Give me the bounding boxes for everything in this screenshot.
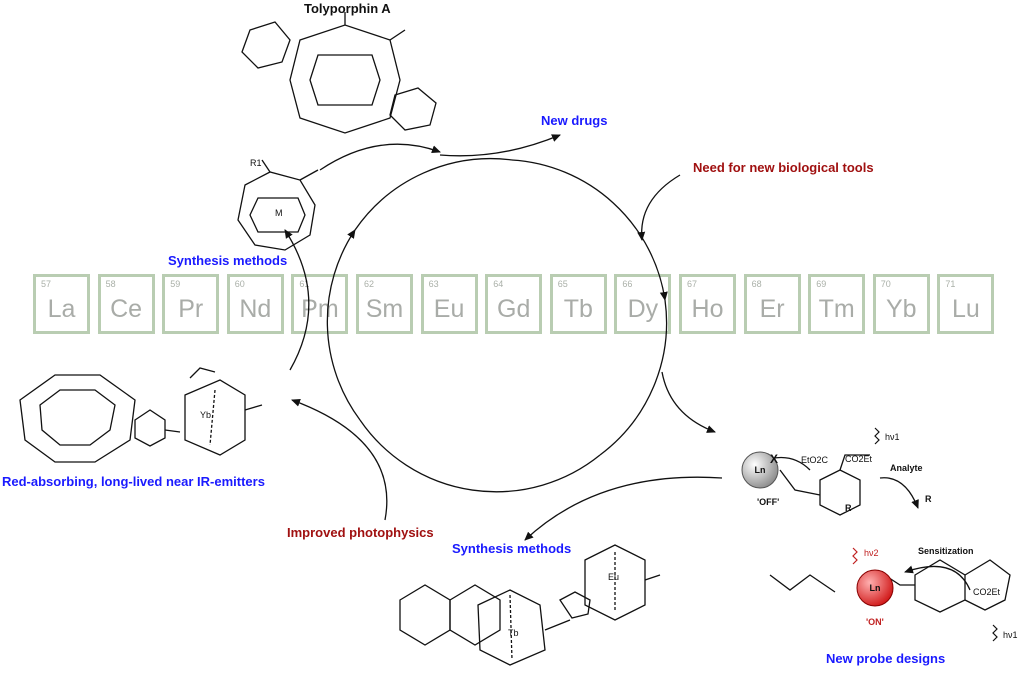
hv1-bottom-label: hν1 <box>1003 630 1018 640</box>
hv2-label: hν2 <box>864 548 879 558</box>
element-number: 61 <box>299 279 310 289</box>
ln-sphere-on <box>856 569 894 607</box>
element-symbol: Tm <box>818 295 855 323</box>
ester-top-left-label: EtO2C <box>801 455 829 465</box>
element-number: 71 <box>945 279 956 289</box>
element-symbol: Er <box>759 295 785 323</box>
off-label: 'OFF' <box>757 497 780 507</box>
ester-top-right-label: CO2Et <box>845 454 873 464</box>
element-symbol: Eu <box>433 295 465 323</box>
porphyrin-structure <box>237 159 319 251</box>
tolyporphin-label: Tolyporphin A <box>304 1 391 16</box>
arrow-analyte <box>879 477 919 509</box>
arrow-synthesis-bottom <box>524 476 723 541</box>
on-label: 'ON' <box>866 617 884 627</box>
chlorin-yb-structure <box>19 367 263 463</box>
analyte-label: Analyte <box>890 463 923 473</box>
element-number: 69 <box>816 279 827 289</box>
cycle-arc-bottom <box>359 419 601 493</box>
element-number: 70 <box>880 279 891 289</box>
sensitization-label: Sensitization <box>918 546 974 556</box>
element-number: 67 <box>687 279 698 289</box>
cycle-arc-right <box>599 299 668 456</box>
element-number: 58 <box>105 279 116 289</box>
tolyporphin-structure <box>241 12 437 134</box>
element-symbol: La <box>47 295 76 323</box>
arrow-new-drugs <box>439 134 561 157</box>
cycle-arc-top-right <box>511 159 668 301</box>
element-symbol: Sm <box>365 295 404 323</box>
cycle-arc-top-left <box>354 157 513 231</box>
need-tools-label: Need for new biological tools <box>693 160 874 175</box>
element-number: 65 <box>557 279 568 289</box>
analyte-r-label: R <box>925 494 932 504</box>
metal-m-label: M <box>275 208 283 218</box>
element-number: 59 <box>170 279 181 289</box>
element-symbol: Lu <box>951 295 980 323</box>
element-symbol: Nd <box>239 295 272 323</box>
cycle-arc-left <box>326 229 361 421</box>
new-drugs-label: New drugs <box>541 113 608 128</box>
central-cycle <box>326 157 668 493</box>
r-group-label: R <box>845 503 852 513</box>
new-probe-designs-label: New probe designs <box>826 651 946 666</box>
element-number: 57 <box>41 279 52 289</box>
red-absorbing-label: Red-absorbing, long-lived near IR-emitte… <box>2 474 265 489</box>
arrow-to-synthesis-top <box>284 229 310 371</box>
eu-label: Eu <box>608 572 620 582</box>
element-number: 60 <box>234 279 245 289</box>
arrow-sensitization <box>904 565 971 591</box>
ln-off-label: Ln <box>754 465 766 475</box>
hv1-top-label: hν1 <box>885 432 900 442</box>
yb-label: Yb <box>200 410 212 420</box>
arrow-need-tools <box>637 174 681 241</box>
element-symbol: Yb <box>886 295 917 323</box>
element-number: 68 <box>751 279 762 289</box>
element-symbol: Pr <box>178 295 204 323</box>
element-number: 62 <box>364 279 375 289</box>
synthesis-methods-bottom-label: Synthesis methods <box>452 541 572 556</box>
element-symbol: Gd <box>497 295 531 323</box>
synthesis-methods-top-label: Synthesis methods <box>168 253 288 268</box>
element-number: 66 <box>622 279 633 289</box>
ln-sphere-off <box>741 451 779 489</box>
element-number: 64 <box>493 279 504 289</box>
quench-x-mark: X <box>770 452 779 466</box>
r1-label: R1 <box>250 158 262 168</box>
photon-arrows <box>852 427 998 642</box>
element-symbol: Ce <box>110 295 143 323</box>
arrow-improved <box>291 399 388 521</box>
arrow-to-probe <box>661 371 716 433</box>
tb-eu-structure <box>399 544 661 666</box>
ln-on-label: Ln <box>869 583 881 593</box>
element-symbol: Dy <box>627 295 659 323</box>
element-number: 63 <box>428 279 439 289</box>
improved-photophysics-label: Improved photophysics <box>287 525 434 540</box>
arrow-to-cycle-top <box>319 143 441 171</box>
ester-bottom-label: CO2Et <box>973 587 1001 597</box>
element-symbol: Ho <box>691 295 724 323</box>
tb-label: Tb <box>508 628 519 638</box>
element-symbol: Tb <box>563 295 593 323</box>
